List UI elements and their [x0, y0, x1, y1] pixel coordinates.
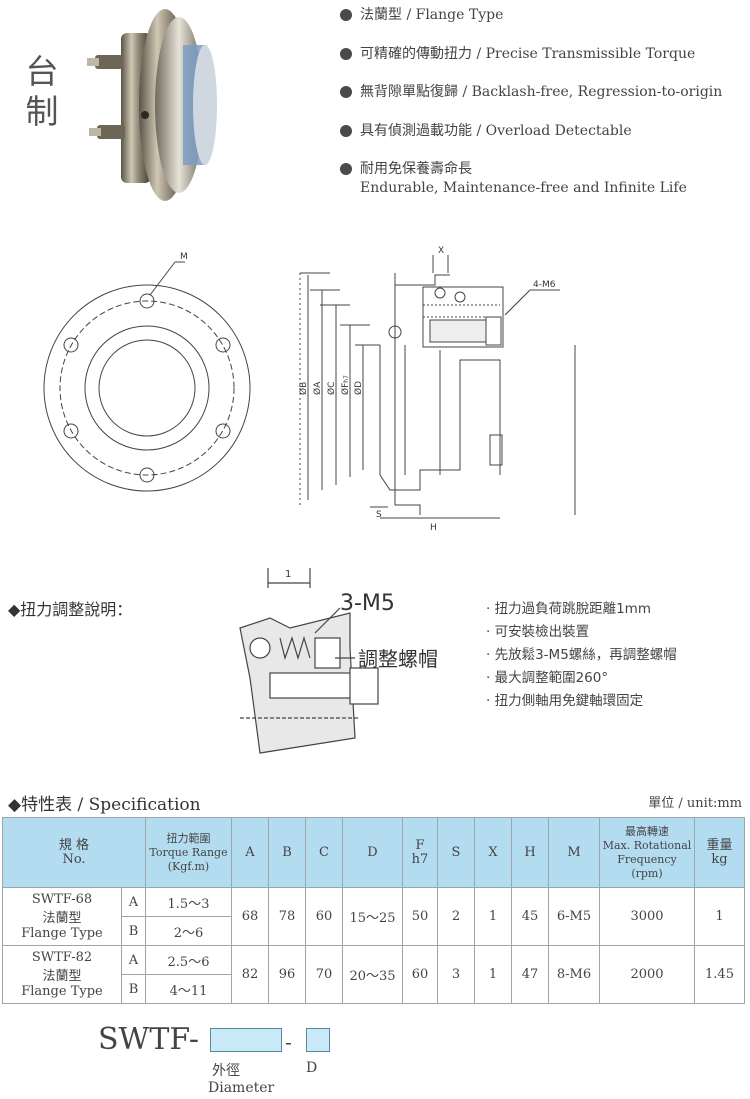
torque-figure: 1 3-M5 調整螺帽 — [239, 568, 438, 754]
torque-fig-nut: 調整螺帽 — [358, 647, 438, 671]
side-title: 台 制 — [22, 52, 62, 132]
torque-fig-screw: 3-M5 — [340, 591, 395, 616]
bullet-icon — [340, 9, 352, 21]
label-od: ØD — [353, 381, 364, 395]
d-box — [306, 1028, 330, 1052]
table-row: B 2～6 — [3, 916, 745, 946]
label-d: D — [306, 1060, 318, 1076]
label-diameter-zh: 外徑 — [212, 1063, 240, 1079]
col-d: D — [342, 817, 403, 888]
feature-item: 可精確的傳動扭力 / Precise Transmissible Torque — [340, 45, 722, 84]
label-h: H — [430, 523, 437, 533]
col-h: H — [511, 817, 549, 888]
feature-item: 法蘭型 / Flange Type — [340, 6, 722, 45]
feature-item: 無背隙單點復歸 / Backlash-free, Regression-to-o… — [340, 83, 722, 122]
label-of: ØFh7 — [340, 375, 351, 395]
label-ob: ØB — [298, 382, 309, 395]
side-title-char-1: 台 — [25, 52, 59, 91]
col-b: B — [268, 817, 306, 888]
bullet-icon — [340, 124, 352, 137]
note-item: · 扭力側軸用免鍵軸環固定 — [486, 693, 644, 709]
label-oc: ØC — [326, 382, 337, 395]
note-item: · 最大調整範圍260° — [486, 670, 609, 686]
side-view: X 4-M6 ØB ØA ØC ØFh7 ØD S H — [298, 246, 576, 533]
unit-label: 單位 / unit:mm — [648, 796, 742, 811]
bullet-icon — [340, 47, 352, 60]
diameter-box — [210, 1028, 282, 1052]
col-a: A — [231, 817, 269, 888]
torque-notes: · 扭力過負荷跳脫距離1mm · 可安裝檢出裝置 · 先放鬆3-M5螺絲，再調整… — [486, 598, 677, 713]
feature-item: 耐用免保養壽命長 Endurable, Maintenance-free and… — [340, 160, 722, 199]
col-x: X — [474, 817, 512, 888]
note-item: · 扭力過負荷跳脫距離1mm — [486, 601, 651, 617]
technical-drawing: M X 4-M6 — [43, 246, 576, 533]
side-title-char-2: 制 — [25, 92, 59, 131]
product-photo — [87, 9, 217, 201]
feature-item: 具有偵測過載功能 / Overload Detectable — [340, 122, 722, 161]
table-row: B 4～11 — [3, 974, 745, 1004]
order-dash: - — [285, 1030, 292, 1054]
col-m: M — [548, 817, 600, 888]
col-c: C — [305, 817, 343, 888]
torque-fig-dim: 1 — [285, 569, 291, 580]
label-diameter-en: Diameter — [208, 1080, 275, 1096]
bullet-icon — [340, 86, 352, 98]
torque-section-title: ◆扭力調整說明： — [8, 600, 133, 619]
label-oa: ØA — [312, 381, 323, 395]
bullet-icon — [340, 163, 352, 175]
feature-list: 法蘭型 / Flange Type 可精確的傳動扭力 / Precise Tra… — [340, 6, 722, 199]
label-s: S — [376, 510, 382, 520]
note-item: · 先放鬆3-M5螺絲，再調整螺帽 — [486, 647, 677, 663]
label-m: M — [180, 252, 188, 262]
spec-title: ◆特性表 / Specification — [8, 795, 201, 815]
order-code: SWTF- — [98, 1022, 200, 1057]
label-x: X — [438, 246, 444, 256]
label-4-m6: 4-M6 — [533, 280, 556, 290]
note-item: · 可安裝檢出裝置 — [486, 624, 590, 640]
col-s: S — [437, 817, 475, 888]
front-view: M — [43, 252, 251, 492]
